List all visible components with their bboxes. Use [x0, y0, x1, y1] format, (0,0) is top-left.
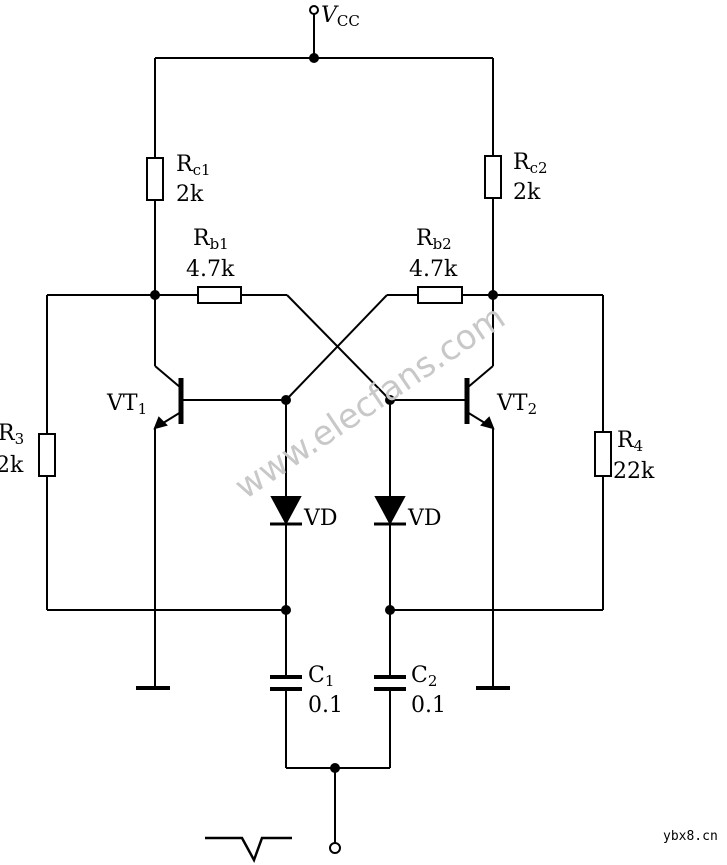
junction-right-base	[385, 395, 395, 405]
rc2-value: 2k	[513, 180, 541, 205]
watermark-main: www.elecfans.com	[228, 297, 513, 507]
junction-right-bottom	[385, 605, 395, 615]
vt2-collector	[466, 365, 494, 389]
junction-left-base	[281, 395, 291, 405]
rb1-label: Rb1	[193, 226, 229, 253]
vcc-terminal	[309, 5, 319, 15]
r3-label: R3	[0, 421, 24, 448]
resistor-rc2	[484, 155, 502, 199]
vt1-label: VT1	[106, 391, 147, 418]
rb2-label: Rb2	[416, 226, 452, 253]
watermark-corner: ybx8.cn	[663, 829, 718, 844]
junction-left-collector	[150, 290, 160, 300]
resistor-r3	[38, 433, 56, 477]
vcc-label: VCC	[321, 3, 360, 30]
rb2-value: 4.7k	[409, 257, 458, 282]
c1-label: C1	[308, 663, 334, 690]
trigger-pulse-icon	[205, 836, 292, 864]
resistor-r4	[594, 431, 612, 477]
resistor-rb2	[417, 286, 463, 304]
r4-value: 22k	[613, 459, 655, 484]
vt2-label: VT2	[496, 391, 537, 418]
input-terminal	[329, 842, 341, 854]
rc2-label: Rc2	[513, 150, 548, 177]
r3-value: 2k	[0, 453, 24, 478]
junction-vcc	[309, 53, 319, 63]
junction-left-bottom	[281, 605, 291, 615]
c2-label: C2	[411, 663, 437, 690]
junction-input	[330, 763, 340, 773]
vd1-label: VD	[303, 506, 338, 531]
resistor-rc1	[146, 157, 164, 201]
junction-right-collector	[488, 290, 498, 300]
r4-label: R4	[617, 428, 643, 455]
resistor-rb1	[197, 286, 242, 304]
vt2-emitter-arrow	[480, 416, 495, 430]
cross-wire-2	[285, 294, 388, 401]
vd2-label: VD	[407, 506, 442, 531]
vd1-triangle	[270, 496, 302, 526]
cross-wire-1	[286, 294, 391, 401]
vt1-collector	[154, 365, 182, 389]
rc1-label: Rc1	[176, 152, 211, 179]
c1-value: 0.1	[308, 693, 343, 718]
rc1-value: 2k	[176, 182, 204, 207]
vt1-emitter-arrow	[153, 416, 168, 430]
rb1-value: 4.7k	[186, 257, 235, 282]
vd2-triangle	[374, 496, 406, 526]
c2-value: 0.1	[411, 693, 446, 718]
